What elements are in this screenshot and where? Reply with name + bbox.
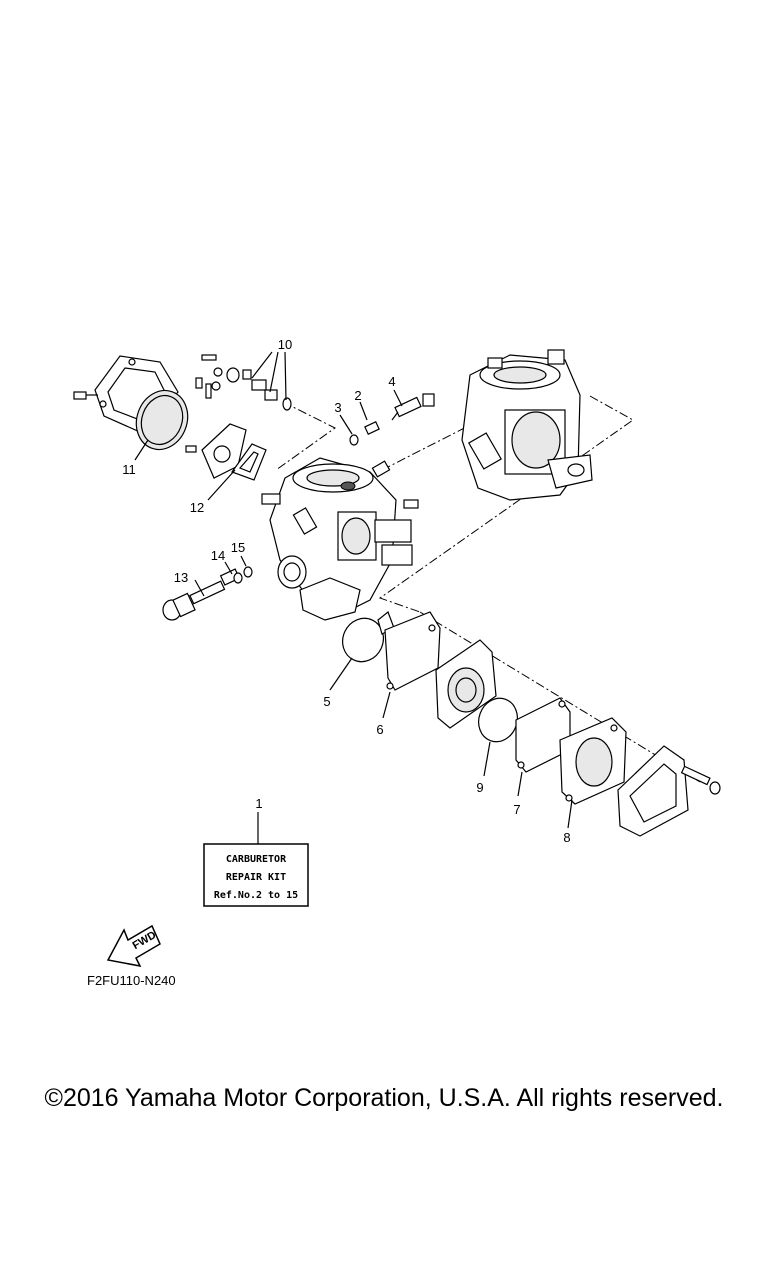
needle-jet-parts [349,393,435,446]
callout-6: 6 [376,722,383,737]
small-hardware-group [195,354,292,411]
repair-kit-line-2: REPAIR KIT [226,872,286,883]
callout-11: 11 [122,462,136,477]
leader-lines [134,351,573,844]
idle-screw-parts [162,566,253,621]
callout-4: 4 [388,374,395,389]
repair-kit-line-3: Ref.No.2 to 15 [214,890,298,901]
callout-3: 3 [334,400,341,415]
callout-7: 7 [513,802,520,817]
copyright-notice: ©2016 Yamaha Motor Corporation, U.S.A. A… [44,1084,724,1112]
pump-body-part [185,423,267,481]
callout-15: 15 [231,540,245,555]
callouts: 1 2 3 4 5 6 7 8 9 10 11 12 13 14 15 [122,337,570,845]
callout-9: 9 [476,780,483,795]
callout-1: 1 [255,796,262,811]
callout-10: 10 [278,337,292,352]
repair-kit-box: CARBURETOR REPAIR KIT Ref.No.2 to 15 [203,843,309,907]
diaphragm-plate-part [559,717,627,805]
callout-13: 13 [174,570,188,585]
diaphragm-cover-part [73,355,189,451]
diagram-code: F2FU110-N240 [87,973,176,988]
callout-2: 2 [354,388,361,403]
end-cover-part [617,745,721,837]
assembly-lines [275,395,701,783]
repair-kit-line-1: CARBURETOR [226,854,287,865]
callout-14: 14 [211,548,225,563]
callout-12: 12 [190,500,204,515]
screen-part [342,611,395,663]
callout-5: 5 [323,694,330,709]
carburetor-body-left [261,457,419,621]
forward-arrow-icon: FWD [106,924,161,968]
gasket-part-6 [384,611,441,691]
carburetor-body-right [461,349,593,501]
pump-cover-plate [435,639,497,729]
callout-8: 8 [563,830,570,845]
